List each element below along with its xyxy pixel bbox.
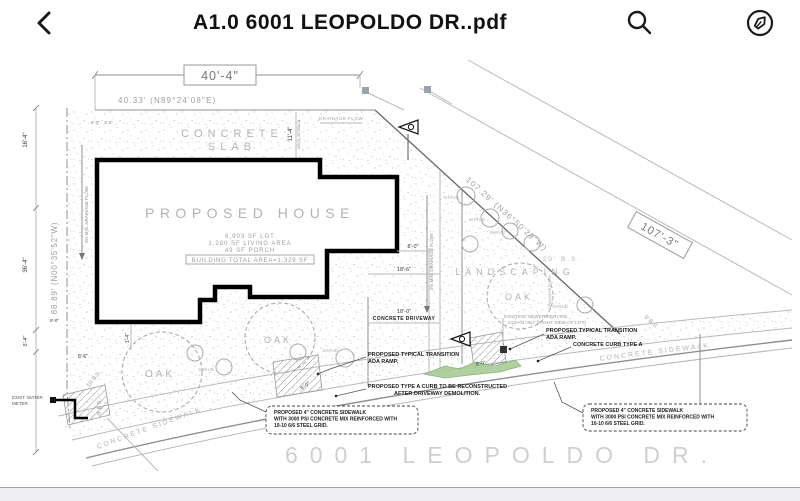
water-meter-label: EXIST. WATER [12,395,44,400]
search-icon[interactable] [624,8,656,38]
lot-width-box-dim: 40'-4" [201,69,239,83]
lot-width-bearing: 40.33' (N89°24'08"E) [118,96,216,105]
rear-setback-dim: 11'-4" [288,127,294,142]
house-stat-living: 1,280 SF LIVING AREA [208,241,291,247]
concrete-slab: CONCRETE SLAB DRAINAGE FLOW 11'-4" BACK … [79,112,363,260]
sidewalk-note-right: PROPOSED 4" CONCRETE SIDEWALK [591,408,683,414]
keynote-markers [397,119,471,347]
lot-side-bearing: 88.89' (N00°35'52"W) [50,222,59,315]
proposed-house: PROPOSED HOUSE 6,903 SF LOT 1,280 SF LIV… [94,157,400,350]
ada-note-right: PROPOSED TYPICAL TRANSITION [546,328,637,334]
side-dim-b: 36'-4" [23,257,29,272]
sidewalk-note-left2: WITH 3000 PSI CONCRETE MIX REINFORCED WI… [274,417,397,423]
ada-note-left2: ADA RAMP. [368,359,399,365]
water-meter-label2: METER [12,401,29,406]
notes: PROPOSED TYPICAL TRANSITION ADA RAMP. PR… [231,314,748,435]
house-stat-lot: 6,903 SF LOT [225,234,275,240]
house-stat-porch: 49 SF PORCH [225,248,275,254]
site-plan-drawing: 107'-3" 107.29' (N36°50'29"W) 40'-4" 40.… [12,59,793,472]
ada-note-right2: ADA RAMP. [546,335,577,341]
concrete-driveway-label: CONCRETE DRIVEWAY [373,316,436,322]
drainage-slope-mid: 2% MIN. DRAINAGE FLOW [429,233,434,290]
landscaping-label: LANDSCAPING [455,267,575,277]
oak-tree-label: OAK [145,369,175,380]
driveway-dim-lower: 18'-0" [397,309,411,315]
street: CONCRETE SIDEWALK CONCRETE SIDEWALK 6001… [57,309,793,472]
pdf-viewer-top-bar: A1.0 6001 LEOPOLDO DR..pdf [0,0,800,46]
driveway-dim-upper: 18'-6" [397,267,411,273]
ramp-right-dim: 6'-0" [475,360,486,368]
side-dim-c: 5'-4" [23,335,29,346]
porch-width-dim: 8'-0" [408,244,419,250]
shrub-label3: SHRUB [489,230,505,235]
proposed-house-label: PROPOSED HOUSE [145,205,355,221]
shrub-label6: SHRUB [322,348,338,353]
drainage-flow-right: DRAINAGE FLOW [547,275,552,309]
house-stat-total: BUILDING TOTAL AREA=1,329 SF [192,258,308,264]
curb-reconstruct-note2: AFTER DRIVEWAY DEMOLITION. [394,391,481,397]
back-setback-label: BACK SETBACK [297,119,301,149]
concrete-slab-label2: SLAB [208,141,256,153]
step-dim: 1'-4" [125,333,131,343]
drainage-flow-label: DRAINAGE FLOW [319,116,364,121]
lot-width-dimension: 40'-4" 40.33' (N89°24'08"E) [91,64,364,110]
slab-dim-a: 5'-0" [91,120,100,125]
back-icon[interactable] [34,10,54,36]
sidewalk-note-left3: 10-10 6/6 STEEL GRID. [274,423,328,429]
pdf-page[interactable]: 107'-3" 107.29' (N36°50'29"W) 40'-4" 40.… [0,45,800,487]
sewer-note: EXISTING SEWER SERVICE [504,314,568,320]
street-name: 6001 LEOPOLDO DR. [285,442,719,468]
concrete-slab-label: CONCRETE [181,128,283,140]
curb-reconstruct-note: PROPOSED TYPE A CURB TO BE RECONSTRUCTED [368,384,507,390]
shrub-label2: SHRUB [469,217,485,222]
shrub-label4: SHRUB [552,304,568,309]
left-dimensions: 16'-4" 36'-4" 5'-4" 88.89' (N00°35'52"W)… [23,104,113,456]
sewer-note2: CLEAN OUT (RIGHT SIDE OF LOT) [508,320,586,326]
oak-tree-label3: OAK [505,292,533,302]
curb-type-note: CONCRETE CURB TYPE A [573,342,642,348]
document-title: A1.0 6001 LEOPOLDO DR..pdf [192,10,508,34]
sidewalk-note-left: PROPOSED 4" CONCRETE SIDEWALK [274,410,366,416]
ramp-left-dim: 6'-0" [300,381,312,392]
ada-note-left: PROPOSED TYPICAL TRANSITION [368,352,459,358]
slab-dim-b: 3'-0" [104,120,113,125]
drainage-slope-left: 2% MIN. DRAINAGE FLOW [84,186,89,243]
front-offset-dim: 8'-6" [78,354,88,360]
shrub-label5: SHRUB [198,367,214,372]
markup-pen-icon[interactable] [744,8,776,38]
viewer-bottom-bar [0,487,800,501]
shrub-label: SHRUB [443,195,459,200]
setback-20-label: 20' B.S. [543,256,582,263]
sidewalk-note-right3: 10-10 6/6 STEEL GRID. [591,421,645,427]
sidewalk-note-right2: WITH 3000 PSI CONCRETE MIX REINFORCED WI… [591,415,714,421]
oak-tree-label2: OAK [264,335,292,345]
side-dim-a: 16'-4" [23,132,29,147]
porch-dim-left: 8'-0" [50,318,59,323]
